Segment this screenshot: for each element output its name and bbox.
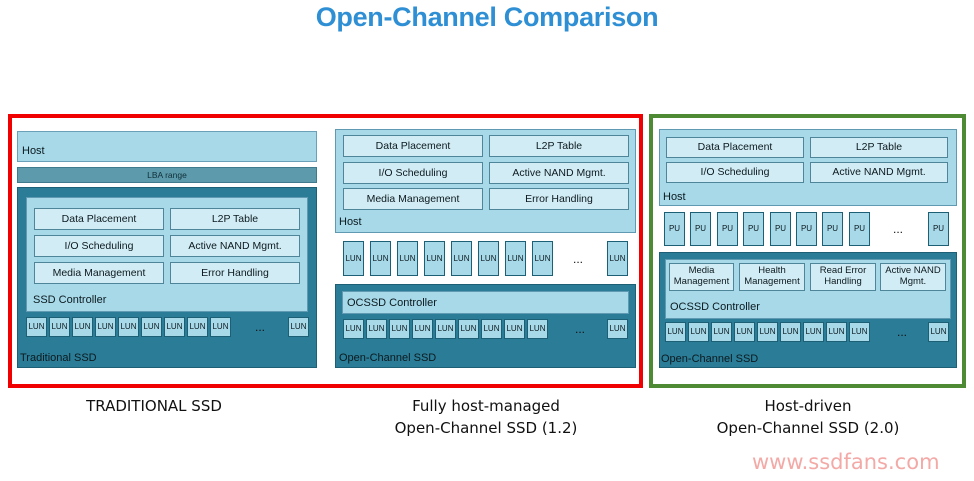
oc12-caption-line1: Fully host-managed (412, 397, 560, 415)
error-handling-box: Error Handling (170, 262, 300, 284)
lun-unit: LUN (478, 241, 499, 276)
ssd-controller-label: SSD Controller (33, 294, 107, 306)
lun-unit: LUN (435, 319, 456, 339)
lun-unit: LUN (826, 322, 847, 342)
lun-unit: LUN (424, 241, 445, 276)
oc20-device-label: Open-Channel SSD (661, 353, 759, 365)
active-nand-mgmt-box: Active NAND Mgmt. (170, 235, 300, 257)
ocssd-controller-label: OCSSD Controller (670, 301, 760, 313)
oc12-device-label: Open-Channel SSD (339, 352, 437, 364)
error-handling-box: Error Handling (489, 188, 629, 210)
lun-unit: LUN (607, 241, 628, 276)
active-nand-mgmt-box: Active NAND Mgmt. (489, 162, 629, 184)
lun-unit: LUN (164, 317, 185, 337)
pu-unit: PU (664, 212, 685, 246)
lun-unit: LUN (343, 319, 364, 339)
pu-unit: PU (849, 212, 870, 246)
lun-unit: LUN (95, 317, 116, 337)
active-nand-mgmt-box: Active NAND Mgmt. (880, 263, 946, 291)
oc20-caption-line2: Open-Channel SSD (2.0) (716, 419, 900, 437)
lun-unit: LUN (757, 322, 778, 342)
lun-ellipsis: ... (574, 322, 585, 336)
lun-ellipsis: ... (896, 325, 907, 339)
lun-unit: LUN (397, 241, 418, 276)
lun-unit: LUN (665, 322, 686, 342)
traditional-ssd-label: Traditional SSD (20, 352, 97, 364)
oc12-caption-line2: Open-Channel SSD (1.2) (394, 419, 578, 437)
lun-unit: LUN (72, 317, 93, 337)
host-driven-group-frame (649, 114, 966, 388)
media-management-box: Media Management (669, 263, 734, 291)
pu-unit: PU (928, 212, 949, 246)
lun-unit: LUN (210, 317, 231, 337)
lun-unit: LUN (141, 317, 162, 337)
media-management-box: Media Management (343, 188, 483, 210)
active-nand-mgmt-box: Active NAND Mgmt. (810, 162, 948, 183)
pu-ellipsis: ... (892, 222, 903, 236)
data-placement-box: Data Placement (343, 135, 483, 157)
lun-ellipsis: ... (572, 252, 583, 266)
lba-range-bar: LBA range (17, 167, 317, 183)
lun-unit: LUN (118, 317, 139, 337)
oc20-caption-line1: Host-driven (764, 397, 852, 415)
lun-unit: LUN (532, 241, 553, 276)
lun-ellipsis: ... (254, 320, 265, 334)
lun-unit: LUN (734, 322, 755, 342)
lun-unit: LUN (505, 241, 526, 276)
lun-unit: LUN (288, 317, 309, 337)
media-management-box: Media Management (34, 262, 164, 284)
lun-unit: LUN (187, 317, 208, 337)
pu-unit: PU (796, 212, 817, 246)
pu-unit: PU (822, 212, 843, 246)
lun-unit: LUN (849, 322, 870, 342)
oc12-host-label: Host (339, 216, 362, 228)
traditional-host-label: Host (22, 145, 45, 157)
lun-unit: LUN (928, 322, 949, 342)
l2p-table-box: L2P Table (810, 137, 948, 158)
traditional-caption: TRADITIONAL SSD (86, 397, 222, 415)
traditional-host-bar (17, 131, 317, 162)
pu-unit: PU (770, 212, 791, 246)
data-placement-box: Data Placement (666, 137, 804, 158)
io-scheduling-box: I/O Scheduling (343, 162, 483, 184)
pu-unit: PU (690, 212, 711, 246)
lun-unit: LUN (49, 317, 70, 337)
host-managed-group-frame (8, 114, 643, 388)
oc20-host-label: Host (663, 191, 686, 203)
read-error-handling-box: Read Error Handling (810, 263, 876, 291)
lun-unit: LUN (366, 319, 387, 339)
lun-unit: LUN (26, 317, 47, 337)
health-management-box: Health Management (739, 263, 805, 291)
l2p-table-box: L2P Table (170, 208, 300, 230)
lun-unit: LUN (481, 319, 502, 339)
io-scheduling-box: I/O Scheduling (666, 162, 804, 183)
lun-unit: LUN (688, 322, 709, 342)
lun-unit: LUN (451, 241, 472, 276)
watermark-text: www.ssdfans.com (752, 450, 940, 474)
ocssd-controller-label: OCSSD Controller (347, 297, 437, 309)
lun-unit: LUN (412, 319, 433, 339)
lun-unit: LUN (607, 319, 628, 339)
lun-unit: LUN (803, 322, 824, 342)
l2p-table-box: L2P Table (489, 135, 629, 157)
lun-unit: LUN (711, 322, 732, 342)
oc12-ocssd-controller-bar (342, 291, 629, 314)
lun-unit: LUN (527, 319, 548, 339)
lun-unit: LUN (458, 319, 479, 339)
pu-unit: PU (717, 212, 738, 246)
pu-unit: PU (743, 212, 764, 246)
io-scheduling-box: I/O Scheduling (34, 235, 164, 257)
lun-unit: LUN (389, 319, 410, 339)
data-placement-box: Data Placement (34, 208, 164, 230)
lun-unit: LUN (504, 319, 525, 339)
lun-unit: LUN (780, 322, 801, 342)
lun-unit: LUN (370, 241, 391, 276)
page-title: Open-Channel Comparison (315, 2, 659, 32)
lun-unit: LUN (343, 241, 364, 276)
